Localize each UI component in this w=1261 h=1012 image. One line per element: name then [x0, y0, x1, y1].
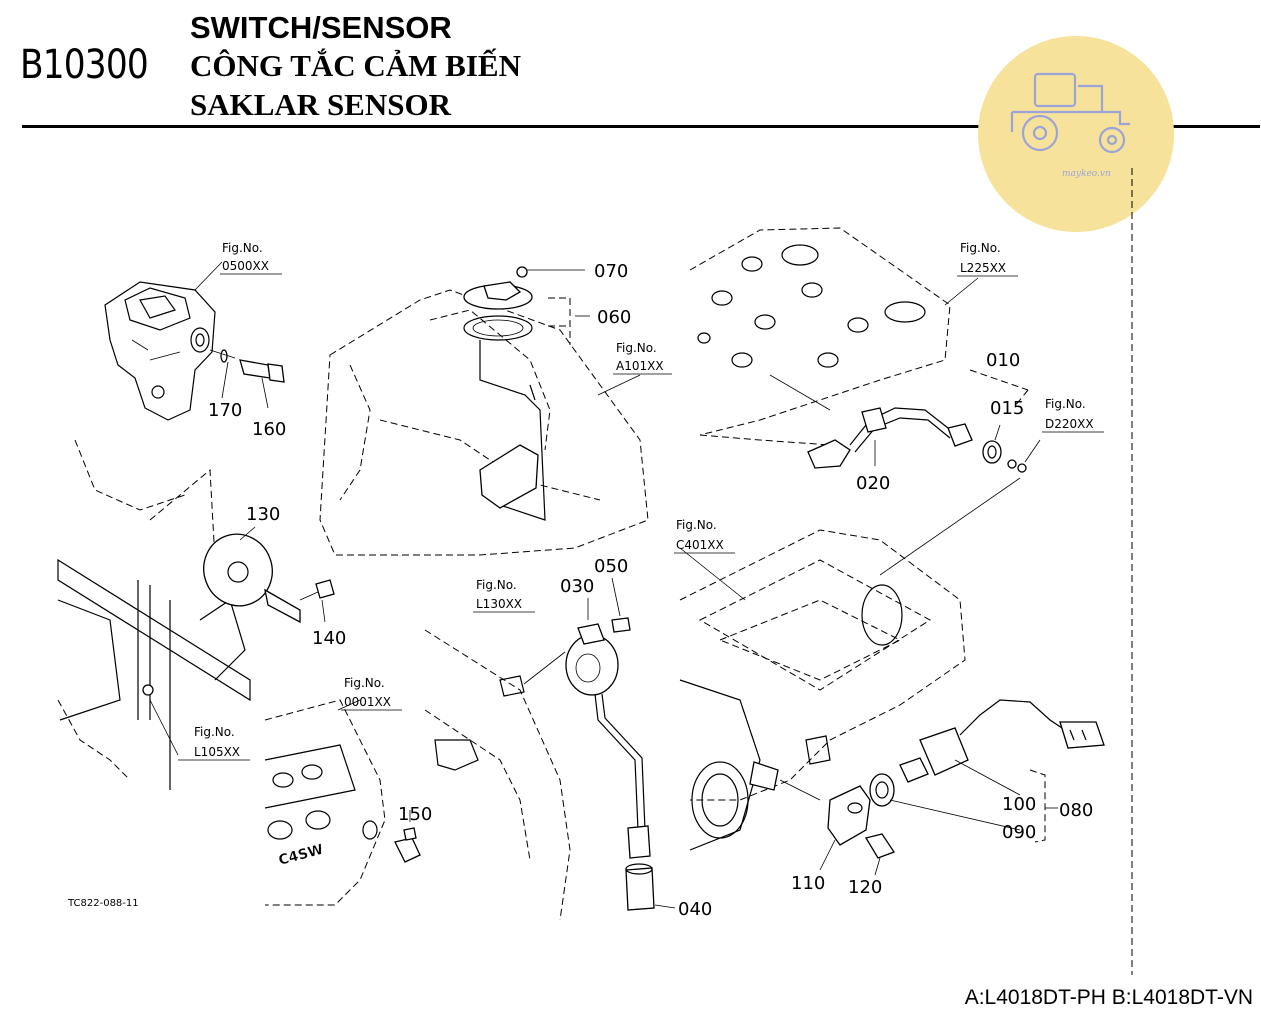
part-label-080: 080: [1059, 800, 1093, 821]
fig-l130-number: L130XX: [476, 597, 522, 611]
fig-l130-caption: Fig.No.: [476, 578, 517, 592]
part-label-130: 130: [246, 504, 280, 525]
fig-l225-number: L225XX: [960, 261, 1006, 275]
figure-reference-l130: Fig.No. L130XX: [473, 578, 535, 613]
part-label-040: 040: [678, 899, 712, 920]
part-label-060: 060: [597, 307, 631, 328]
part-label-020: 020: [856, 473, 890, 494]
engine-block: C4SW: [264, 699, 421, 906]
fig-l105-number: L105XX: [194, 745, 240, 759]
engine-block-marking: C4SW: [277, 842, 325, 869]
sensor-160: [209, 349, 285, 409]
fig-c401-caption: Fig.No.: [676, 518, 717, 532]
fig-d220-caption: Fig.No.: [1045, 397, 1086, 411]
fig-0500-number: 0500XX: [222, 259, 269, 273]
title-turkish: SAKLAR SENSOR: [190, 87, 451, 122]
fig-l105-caption: Fig.No.: [194, 725, 235, 739]
part-label-140: 140: [312, 628, 346, 649]
tractor-icon: [1010, 72, 1130, 154]
part-label-120: 120: [848, 877, 882, 898]
part-label-170: 170: [208, 400, 242, 421]
part-label-015: 015: [990, 398, 1024, 419]
part-label-110: 110: [791, 873, 825, 894]
model-applicability: A:L4018DT-PH B:L4018DT-VN: [964, 986, 1253, 1009]
frame-plate-assembly: [689, 227, 1041, 576]
transmission-case: [679, 529, 1105, 876]
part-label-160: 160: [252, 419, 286, 440]
part-label-150: 150: [398, 804, 432, 825]
section-code: B10300: [20, 42, 149, 88]
fig-0500-caption: Fig.No.: [222, 241, 263, 255]
fig-l225-caption: Fig.No.: [960, 241, 1001, 255]
part-label-070: 070: [594, 261, 628, 282]
title-vietnamese: CÔNG TẮC CẢM BIẾN: [190, 48, 521, 83]
part-label-010: 010: [986, 350, 1020, 371]
fig-a101-number: A101XX: [616, 359, 664, 373]
part-label-030: 030: [560, 576, 594, 597]
part-label-050: 050: [594, 556, 628, 577]
fig-d220-number: D220XX: [1045, 417, 1094, 431]
part-label-090: 090: [1002, 822, 1036, 843]
figure-reference-0001: Fig.No. 0001XX: [341, 676, 402, 711]
drawing-reference-number: TC822-088-11: [67, 898, 139, 909]
fig-c401-number: C401XX: [676, 538, 724, 552]
figure-reference-l225: Fig.No. L225XX: [957, 241, 1018, 277]
fuel-tank-assembly: [319, 266, 649, 556]
fig-a101-caption: Fig.No.: [616, 341, 657, 355]
header-rule: [22, 125, 1260, 128]
watermark-logo: maykeo.vn: [978, 36, 1174, 232]
figure-reference-0500: Fig.No. 0500XX: [220, 241, 282, 275]
figure-reference-c401: Fig.No. C401XX: [674, 518, 735, 554]
figure-reference-a101: Fig.No. A101XX: [613, 341, 672, 375]
housing-assembly: [104, 261, 223, 421]
fig-0001-caption: Fig.No.: [344, 676, 385, 690]
figure-reference-d220: Fig.No. D220XX: [1042, 397, 1104, 433]
speed-sensor-assembly: [424, 577, 676, 921]
figure-reference-l105: Fig.No. L105XX: [178, 725, 250, 761]
horn-assembly: [57, 439, 335, 790]
title-english: SWITCH/SENSOR: [190, 10, 452, 45]
part-label-100: 100: [1002, 794, 1036, 815]
fig-0001-number: 0001XX: [344, 695, 391, 709]
watermark-text: maykeo.vn: [1062, 169, 1111, 179]
